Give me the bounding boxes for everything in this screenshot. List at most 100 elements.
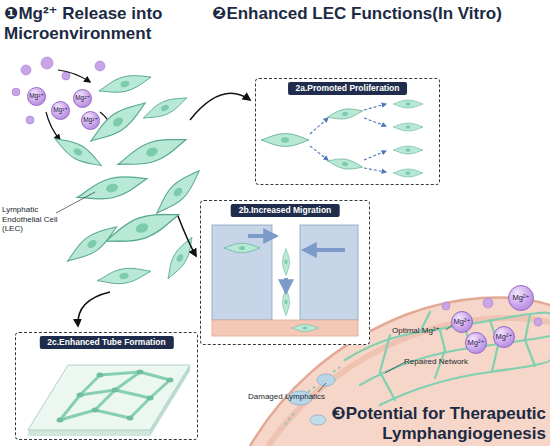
damaged-vessel xyxy=(310,415,326,425)
arrow xyxy=(364,151,386,160)
section-heading: ❸Potential for Therapeutic Lymphangiogen… xyxy=(262,404,546,444)
ion-label: Mg²⁺ xyxy=(496,333,513,341)
lec-cell xyxy=(393,169,423,177)
panel-box: 2b.Increased Migration xyxy=(200,200,370,345)
arrow xyxy=(178,216,196,256)
cell-nucleus xyxy=(77,393,84,398)
matrix-layer xyxy=(28,365,190,430)
mg-ion-small xyxy=(442,302,450,310)
lec-cell xyxy=(326,106,363,122)
arrow xyxy=(364,118,386,126)
lec-cell xyxy=(141,92,190,124)
lec-cell xyxy=(282,249,289,276)
panel-box: 2c.Enhanced Tube Formation xyxy=(15,332,198,440)
mg-ion-small xyxy=(95,61,105,71)
proliferation-illustration xyxy=(261,100,423,177)
migration-arrows xyxy=(248,236,345,292)
lymph-vessel xyxy=(380,360,550,405)
matrix-strip xyxy=(212,320,358,336)
tube-nodes xyxy=(57,370,174,423)
lec-cell xyxy=(75,169,150,206)
leader-line xyxy=(385,362,405,373)
mg-ion: Mg²⁺ xyxy=(73,89,92,108)
matrix-edge xyxy=(28,430,150,436)
lymph-vessel xyxy=(525,315,535,366)
arrow xyxy=(310,146,328,160)
ion-label: Mg²⁺ xyxy=(454,318,471,326)
lec-cell xyxy=(162,234,197,282)
cell-layer xyxy=(212,225,272,320)
ion-label: Mg²⁺ xyxy=(75,95,90,102)
panel-title: 2a.Promoted Proliferation xyxy=(288,82,408,95)
lec-cell xyxy=(63,220,121,268)
leader-line xyxy=(318,383,326,392)
mg-ion: Mg²⁺ xyxy=(508,285,534,311)
lec-cell xyxy=(51,132,105,171)
tube-network xyxy=(60,372,170,420)
cell-nucleus xyxy=(97,373,104,378)
panel-fill xyxy=(15,332,198,440)
cell-nucleus xyxy=(92,408,99,413)
mg-ion-small xyxy=(41,57,53,69)
mg-ion: Mg²⁺ xyxy=(451,311,473,333)
tube-formation-illustration xyxy=(28,365,190,436)
arrow xyxy=(304,248,345,252)
lec-cell xyxy=(224,243,260,253)
leader-line xyxy=(56,192,95,213)
cell-nucleus xyxy=(57,418,64,423)
arrow xyxy=(190,93,250,120)
mg-ion: Mg²⁺ xyxy=(465,332,487,354)
lec-cell xyxy=(151,165,205,219)
annotation-label: Repaired Network xyxy=(404,357,484,367)
lec-cell xyxy=(393,146,423,154)
arrow xyxy=(310,118,328,134)
section-heading: ❷Enhanced LEC Functions(In Vitro) xyxy=(212,4,548,24)
arrow xyxy=(248,234,276,238)
mg-ion: Mg²⁺ xyxy=(81,111,100,130)
lec-cell xyxy=(115,131,189,174)
arrow xyxy=(364,104,386,110)
mg-ion-small xyxy=(483,298,493,308)
cell-nucleus xyxy=(112,388,119,393)
panel-fill xyxy=(200,200,370,345)
repaired-network xyxy=(345,312,550,405)
arrow xyxy=(58,70,90,82)
annotation-label: Damaged Lymphatics xyxy=(248,392,328,402)
ion-label: Mg²⁺ xyxy=(29,93,44,100)
cell-nucleus xyxy=(167,378,174,383)
ion-label: Mg²⁺ xyxy=(53,107,68,114)
lec-cell xyxy=(326,156,363,172)
cell-nucleus xyxy=(127,416,134,421)
lymph-vessel xyxy=(380,335,395,400)
tube xyxy=(130,380,170,418)
mg-ion-small xyxy=(26,116,34,124)
ion-label: Mg²⁺ xyxy=(468,339,485,347)
panel-box: 2a.Promoted Proliferation xyxy=(255,78,440,185)
lec-cell xyxy=(97,70,153,98)
damaged-vessel xyxy=(317,374,335,386)
panel-fill xyxy=(255,78,440,185)
cell-nucleus xyxy=(147,396,154,401)
tube xyxy=(60,375,100,420)
ion-label: Mg²⁺ xyxy=(513,294,530,302)
mg-ion: Mg²⁺ xyxy=(51,101,70,120)
lec-cell xyxy=(393,123,423,131)
lec-cell xyxy=(393,100,423,108)
lec-cell xyxy=(261,134,309,147)
lec-cell xyxy=(96,264,152,288)
tube xyxy=(95,372,140,410)
lymph-vessel xyxy=(435,330,445,378)
mg-ion: Mg²⁺ xyxy=(493,326,515,348)
lec-cluster xyxy=(51,70,205,288)
annotation-label: Optimal Mg²⁺ xyxy=(392,326,448,336)
arrow xyxy=(284,278,288,292)
ion-label: Mg²⁺ xyxy=(83,117,98,124)
panel-title: 2c.Enhanced Tube Formation xyxy=(39,336,173,349)
mg-ion-small xyxy=(62,72,70,80)
mg-ion-small xyxy=(12,88,20,96)
division-arrows xyxy=(310,104,386,172)
annotation-label: Lymphatic Endothelial Cell (LEC) xyxy=(2,205,60,234)
section-heading: ❶Mg²⁺ Release into Microenvironment xyxy=(4,4,219,44)
